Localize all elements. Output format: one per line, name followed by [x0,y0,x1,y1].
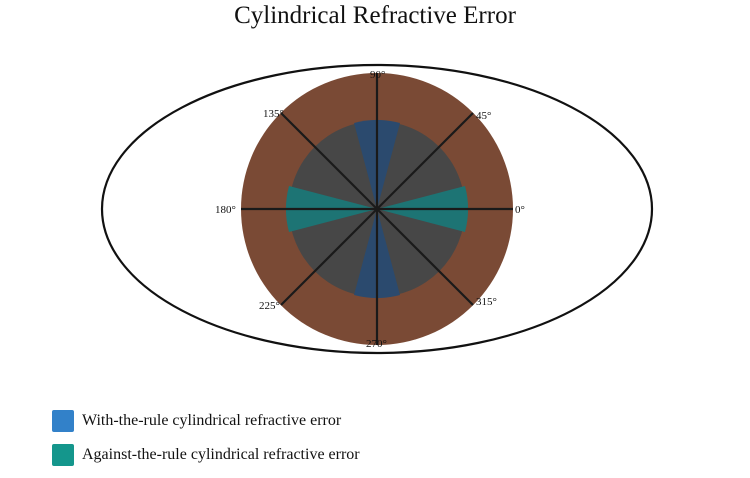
legend-swatch-with-rule [52,410,74,432]
eye-outline [100,63,654,355]
legend: With-the-rule cylindrical refractive err… [52,404,360,472]
legend-label-with-rule: With-the-rule cylindrical refractive err… [82,412,342,429]
legend-swatch-against-rule [52,444,74,466]
angle-label-225: 225° [259,300,280,312]
angle-label-180: 180° [215,204,236,216]
angle-label-315: 315° [476,296,497,308]
meridian-135-315 [280,112,474,306]
angle-label-45: 45° [476,110,491,122]
diagram-title: Cylindrical Refractive Error [234,2,516,29]
legend-item-against-rule: Against-the-rule cylindrical refractive … [52,438,360,472]
angle-label-90: 90° [370,69,385,81]
legend-item-with-rule: With-the-rule cylindrical refractive err… [52,404,360,438]
angle-label-135: 135° [263,108,284,120]
angle-label-270: 270° [366,338,387,350]
legend-label-against-rule: Against-the-rule cylindrical refractive … [82,446,360,463]
meridian-lines [241,73,513,345]
angle-label-0: 0° [515,204,525,216]
